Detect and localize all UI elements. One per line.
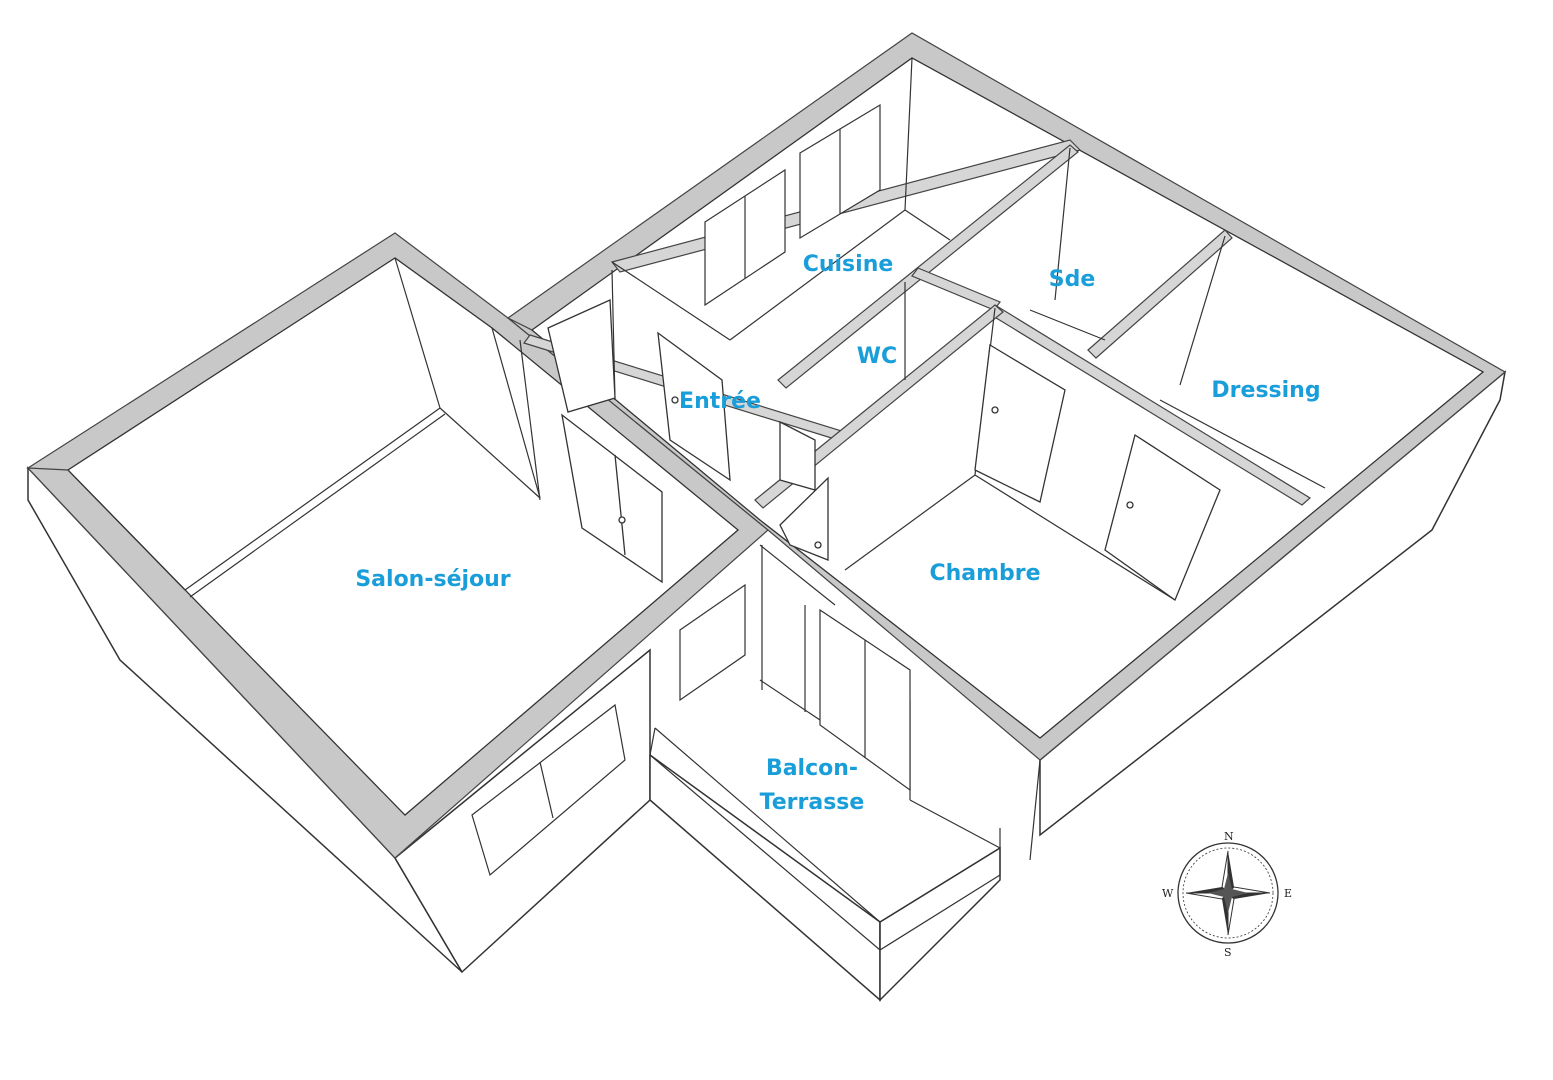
room-label-balcon-line2: Terrasse [759,790,865,815]
chambre-door [974,343,1066,503]
room-label-dressing: Dressing [1211,378,1321,403]
compass-rose-icon: N S E W [1162,830,1292,959]
doors [547,299,1221,602]
salon-window-large [471,703,626,877]
interior-linework [67,57,1326,951]
chambre-door-left [779,476,829,561]
closet-door [547,299,616,413]
room-label-cuisine: Cuisine [802,252,894,277]
windows [471,103,911,877]
entree-door [657,331,731,482]
compass-south-label: S [1224,946,1232,959]
dressing-door [1104,433,1221,602]
room-label-sde: Sde [1048,267,1096,292]
room-label-entree: Entrée [679,389,761,414]
room-label-salon: Salon-séjour [355,567,511,592]
compass-east-label: E [1284,887,1292,900]
salon-window-small [679,583,746,702]
compass-north-label: N [1224,830,1234,843]
room-label-chambre: Chambre [929,561,1041,586]
room-label-wc: WC [856,344,898,369]
room-label-balcon: Balcon- Terrasse [760,752,865,820]
compass-west-label: W [1162,887,1174,900]
entry-door-double [561,413,663,584]
room-label-balcon-line1: Balcon- [765,756,859,781]
